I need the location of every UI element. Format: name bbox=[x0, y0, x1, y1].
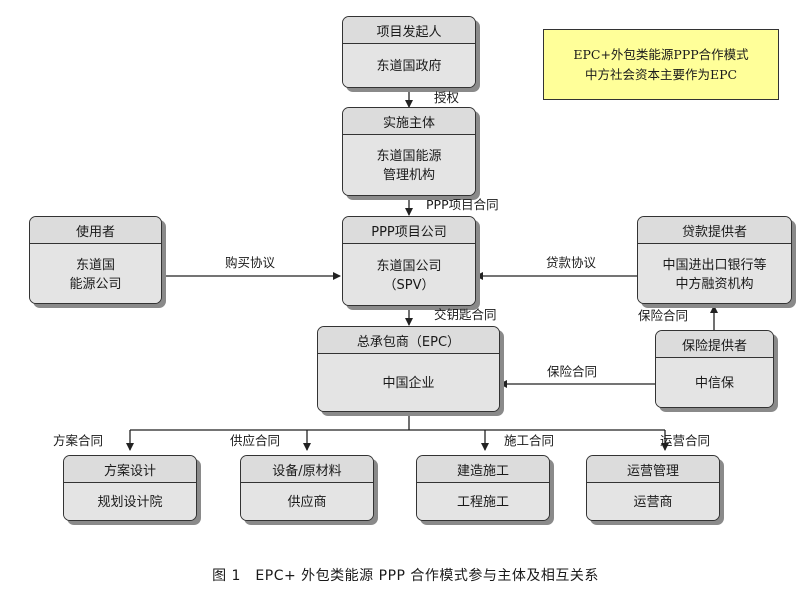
epc-body: 中国企业 bbox=[318, 354, 499, 411]
user-title: 使用者 bbox=[30, 217, 161, 244]
lender-title: 贷款提供者 bbox=[638, 217, 791, 244]
insurer-body: 中信保 bbox=[656, 358, 773, 407]
construction-title: 建造施工 bbox=[417, 456, 549, 483]
spv-box: PPP项目公司 东道国公司 （SPV） bbox=[342, 216, 476, 306]
construction-box: 建造施工 工程施工 bbox=[416, 455, 550, 521]
design-body: 规划设计院 bbox=[64, 483, 196, 520]
label-construction-contract: 施工合同 bbox=[504, 433, 555, 448]
label-purchase-agreement: 购买协议 bbox=[225, 255, 276, 270]
insurer-title: 保险提供者 bbox=[656, 331, 773, 358]
design-title: 方案设计 bbox=[64, 456, 196, 483]
operation-title: 运营管理 bbox=[587, 456, 719, 483]
spv-body: 东道国公司 （SPV） bbox=[343, 244, 475, 305]
insurer-box: 保险提供者 中信保 bbox=[655, 330, 774, 408]
label-insurance-contract-lender: 保险合同 bbox=[638, 308, 689, 323]
label-authorize: 授权 bbox=[434, 90, 460, 105]
epc-box: 总承包商（EPC） 中国企业 bbox=[317, 326, 500, 412]
lender-body: 中国进出口银行等 中方融资机构 bbox=[638, 244, 791, 303]
label-insurance-contract-epc: 保险合同 bbox=[547, 364, 598, 379]
lender-box: 贷款提供者 中国进出口银行等 中方融资机构 bbox=[637, 216, 792, 304]
epc-title: 总承包商（EPC） bbox=[318, 327, 499, 354]
label-design-contract: 方案合同 bbox=[53, 433, 104, 448]
mode-note: EPC+外包类能源PPP合作模式 中方社会资本主要作为EPC bbox=[543, 29, 779, 100]
initiator-box: 项目发起人 东道国政府 bbox=[342, 16, 476, 88]
implementer-body: 东道国能源 管理机构 bbox=[343, 135, 475, 195]
equipment-body: 供应商 bbox=[241, 483, 373, 520]
equipment-box: 设备/原材料 供应商 bbox=[240, 455, 374, 521]
label-operation-contract: 运营合同 bbox=[660, 433, 711, 448]
figure-caption: 图 1 EPC+ 外包类能源 PPP 合作模式参与主体及相互关系 bbox=[212, 568, 599, 584]
spv-title: PPP项目公司 bbox=[343, 217, 475, 244]
label-turnkey-contract: 交钥匙合同 bbox=[434, 307, 497, 322]
user-body: 东道国 能源公司 bbox=[30, 244, 161, 303]
construction-body: 工程施工 bbox=[417, 483, 549, 520]
implementer-box: 实施主体 东道国能源 管理机构 bbox=[342, 107, 476, 196]
label-ppp-contract: PPP项目合同 bbox=[426, 197, 499, 212]
initiator-title: 项目发起人 bbox=[343, 17, 475, 44]
label-loan-agreement: 贷款协议 bbox=[546, 255, 597, 270]
operation-body: 运营商 bbox=[587, 483, 719, 520]
initiator-body: 东道国政府 bbox=[343, 44, 475, 87]
equipment-title: 设备/原材料 bbox=[241, 456, 373, 483]
user-box: 使用者 东道国 能源公司 bbox=[29, 216, 162, 304]
label-supply-contract: 供应合同 bbox=[230, 433, 281, 448]
operation-box: 运营管理 运营商 bbox=[586, 455, 720, 521]
design-box: 方案设计 规划设计院 bbox=[63, 455, 197, 521]
implementer-title: 实施主体 bbox=[343, 108, 475, 135]
